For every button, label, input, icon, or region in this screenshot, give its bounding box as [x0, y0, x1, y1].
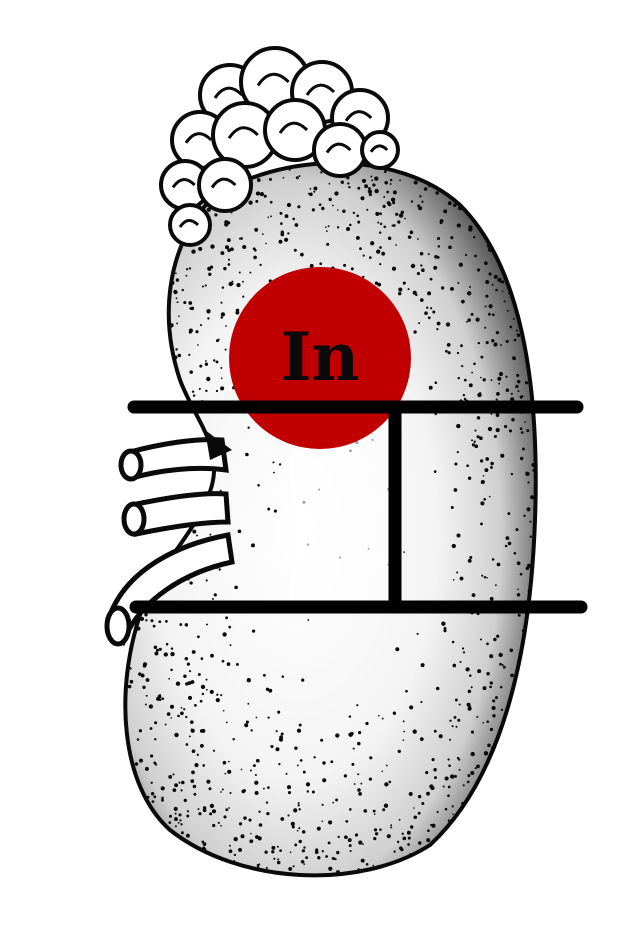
vessel-upper: [127, 437, 229, 482]
vessel-middle: [129, 491, 231, 537]
measurement-lines: [127, 400, 588, 614]
adrenal-gland: [159, 46, 400, 247]
in-badge-label: In: [281, 318, 360, 396]
